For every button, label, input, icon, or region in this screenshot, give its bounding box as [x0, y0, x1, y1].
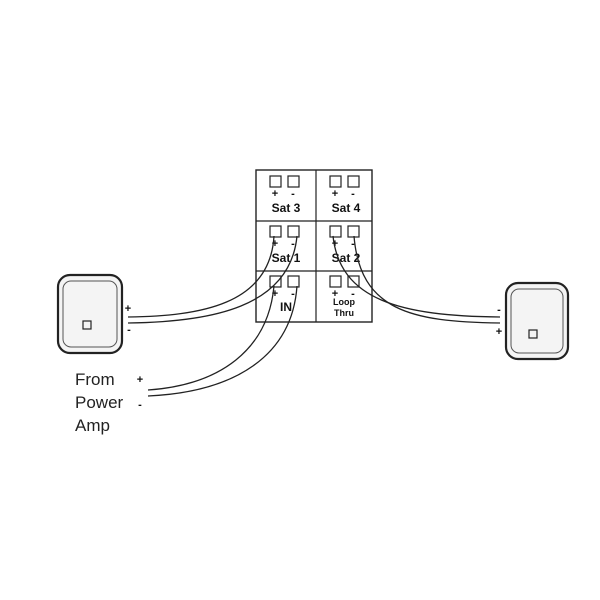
polarity-minus: -: [497, 304, 501, 316]
polarity-plus: +: [272, 238, 278, 250]
cell-in: + - IN: [269, 275, 300, 314]
polarity-minus: -: [351, 238, 355, 250]
polarity-minus: -: [291, 188, 295, 200]
speaker-bezel: [62, 280, 118, 348]
source-line1: From: [75, 370, 115, 389]
source-label: From Power Amp + -: [75, 370, 143, 435]
cell-sat4: + - Sat 4: [329, 175, 361, 215]
polarity-minus: -: [138, 399, 142, 411]
cell-sat2: + - Sat 2: [329, 225, 361, 265]
terminal-screw-minus: [287, 225, 300, 238]
cell-label: Sat 3: [272, 201, 301, 215]
terminal-block: + - Sat 3 + - Sat 4 + - Sat 1 + - Sat 2: [255, 169, 373, 323]
wire-right-speaker-plus: [353, 235, 501, 324]
terminal-screw-minus: [347, 225, 360, 238]
cell-label-line2: Thru: [334, 308, 354, 318]
speaker-bezel: [510, 288, 564, 354]
terminal-screw-plus: [329, 275, 342, 288]
speaker-logo-icon: [528, 329, 538, 339]
terminal-screw-plus: [329, 225, 342, 238]
cell-label: IN: [280, 300, 292, 314]
polarity-plus: +: [272, 188, 278, 200]
terminal-screw-plus: [269, 175, 282, 188]
polarity-plus: +: [272, 288, 278, 300]
wire-left-speaker-plus: [127, 235, 275, 318]
polarity-plus: +: [332, 238, 338, 250]
wires: [127, 235, 501, 397]
cell-label: Sat 2: [332, 251, 361, 265]
wire-left-speaker-minus: [127, 235, 298, 324]
speaker-icon: [504, 281, 570, 361]
cell-label: Sat 4: [332, 201, 361, 215]
source-line2: Power: [75, 393, 124, 412]
polarity-minus: -: [291, 238, 295, 250]
terminal-screw-minus: [287, 275, 300, 288]
terminal-screw-minus: [347, 175, 360, 188]
wire-right-speaker-minus: [332, 235, 501, 318]
right-speaker: - +: [496, 281, 570, 361]
cell-label: Sat 1: [272, 251, 301, 265]
wire-source-plus: [147, 285, 275, 391]
terminal-screw-minus: [287, 175, 300, 188]
source-line3: Amp: [75, 416, 110, 435]
polarity-minus: -: [351, 188, 355, 200]
polarity-minus: -: [127, 324, 131, 336]
speaker-icon: [56, 273, 124, 355]
terminal-block-frame: [255, 169, 373, 323]
cell-label-line1: Loop: [333, 297, 355, 307]
wire-source-minus: [147, 285, 298, 397]
polarity-plus: +: [496, 326, 502, 338]
cell-sat3: + - Sat 3: [269, 175, 301, 215]
polarity-minus: -: [291, 288, 295, 300]
polarity-plus: +: [137, 374, 143, 386]
speaker-logo-icon: [82, 320, 92, 330]
polarity-plus: +: [332, 188, 338, 200]
left-speaker: + -: [56, 273, 131, 355]
terminal-screw-plus: [269, 225, 282, 238]
terminal-screw-plus: [329, 175, 342, 188]
polarity-minus: -: [351, 288, 355, 300]
polarity-plus: +: [125, 303, 131, 315]
terminal-screw-plus: [269, 275, 282, 288]
polarity-plus: +: [332, 288, 338, 300]
